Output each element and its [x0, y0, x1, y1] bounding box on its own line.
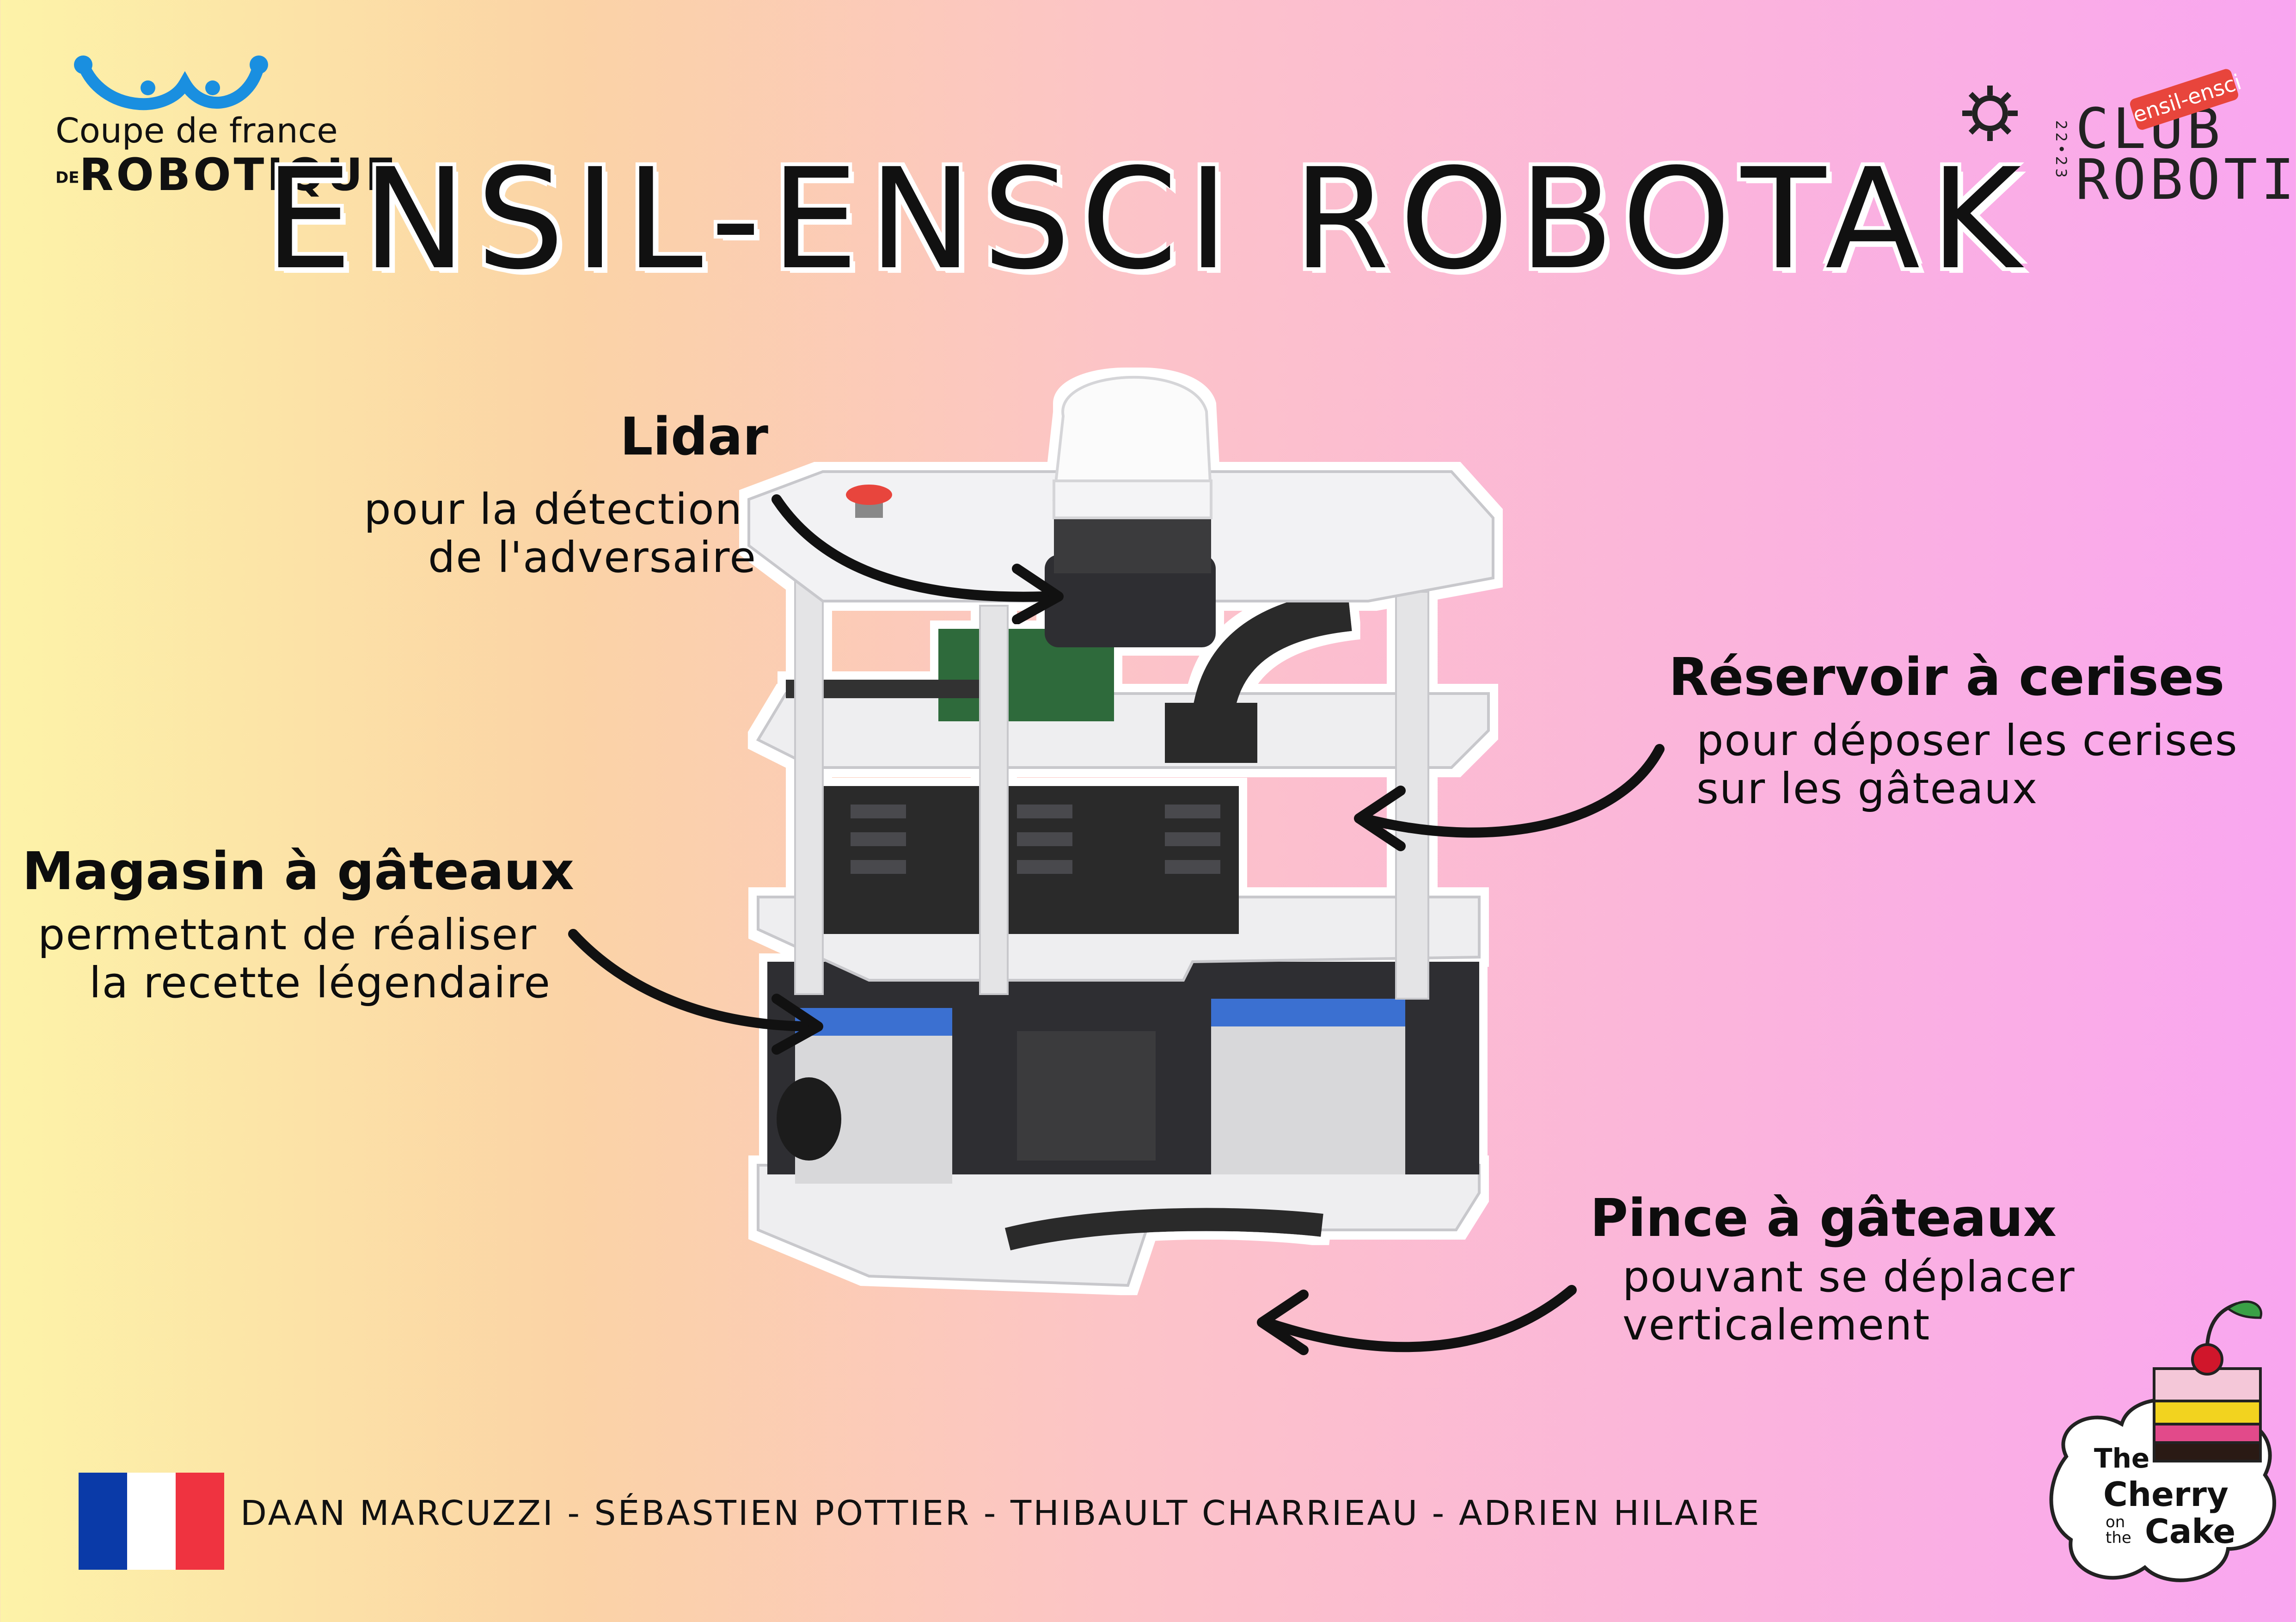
gear-icon: [1962, 86, 2018, 141]
callout-reservoir-title: Réservoir à cerises: [1669, 647, 2225, 707]
callout-lidar-line2: de l'adversaire: [428, 533, 757, 582]
arrow-magasin: [568, 929, 823, 1055]
callout-lidar-title: Lidar: [620, 407, 768, 467]
callout-reservoir-line1: pour déposer les cerises: [1696, 716, 2238, 765]
cherry-logo-onthe: on the: [2106, 1513, 2131, 1547]
cherry-cake-icon: [2049, 1300, 2276, 1582]
logo-cdfr-prefix: DE: [55, 168, 80, 187]
callout-pince-title: Pince à gâteaux: [1590, 1188, 2057, 1248]
logo-cdfr-line1: Coupe de france: [55, 111, 338, 151]
callout-reservoir-line2: sur les gâteaux: [1696, 764, 2039, 813]
callout-pince-line2: verticalement: [1623, 1300, 1931, 1350]
arrow-pince: [1257, 1285, 1577, 1355]
flag-france-icon: [79, 1473, 224, 1570]
arrow-reservoir: [1354, 744, 1665, 851]
cherry-logo-the: The: [2094, 1443, 2150, 1474]
logo-club-line2: ROBOTIK: [2076, 148, 2296, 212]
callout-lidar-line1: pour la détection: [364, 485, 743, 534]
logo-cdfr-line2: DEROBOTIQUE: [55, 149, 398, 201]
callout-pince-line1: pouvant se déplacer: [1623, 1252, 2076, 1302]
club-year: 22•23: [2052, 120, 2070, 181]
cherry-logo-cherry: Cherry: [2103, 1475, 2229, 1514]
cherry-logo-cake: Cake: [2145, 1512, 2236, 1551]
arrow-lidar: [771, 494, 1064, 624]
team-credits: DAAN MARCUZZI - SÉBASTIEN POTTIER - THIB…: [240, 1493, 1761, 1533]
callout-magasin-line1: permettant de réaliser: [37, 910, 537, 959]
logo-cdfr-word: ROBOTIQUE: [79, 149, 399, 201]
callout-magasin-line2: la recette légendaire: [89, 958, 551, 1008]
smile-robot-icon: [74, 55, 268, 111]
robot-illustration: [747, 375, 1494, 1287]
emergency-stop-icon: [846, 485, 892, 518]
callout-magasin-title: Magasin à gâteaux: [22, 842, 574, 902]
page-title: ENSIL-ENSCI ROBOTAK: [264, 139, 2032, 300]
